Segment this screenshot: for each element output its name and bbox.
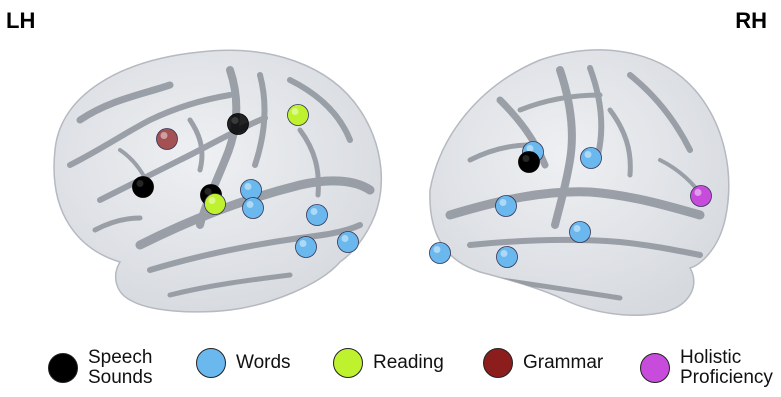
- left-marker-highlight: [311, 208, 318, 215]
- left-marker-words: [338, 232, 359, 253]
- right-hemisphere-outline: [430, 50, 729, 315]
- right-marker-words: [581, 148, 602, 169]
- legend-item-holistic-proficiency: HolisticProficiency: [640, 348, 773, 388]
- legend-swatch-reading: [333, 348, 363, 378]
- legend-item-reading: Reading: [333, 348, 444, 378]
- left-marker-reading: [288, 105, 309, 126]
- legend-label-reading: Reading: [373, 353, 444, 373]
- left-marker-speech: [133, 177, 154, 198]
- left-marker-speech: [228, 114, 249, 135]
- legend-label-speech-sounds: SpeechSounds: [88, 348, 152, 388]
- right-marker-highlight: [527, 145, 534, 152]
- legend-swatch-speech-sounds: [48, 353, 78, 383]
- right-marker-speech: [519, 152, 540, 173]
- left-marker-words: [243, 198, 264, 219]
- right-hemisphere: [430, 50, 729, 315]
- left-marker-words: [307, 205, 328, 226]
- left-marker-highlight: [292, 108, 299, 115]
- legend-item-grammar: Grammar: [483, 348, 603, 378]
- right-marker-highlight: [695, 189, 702, 196]
- right-marker-words: [570, 222, 591, 243]
- left-marker-highlight: [209, 197, 216, 204]
- left-marker-reading: [205, 194, 226, 215]
- right-marker-highlight: [500, 199, 507, 206]
- legend-item-speech-sounds: SpeechSounds: [48, 348, 152, 388]
- right-marker-highlight: [585, 151, 592, 158]
- left-hemisphere-label: LH: [6, 8, 35, 34]
- right-marker-holistic: [691, 186, 712, 207]
- right-marker-highlight: [523, 155, 530, 162]
- legend: SpeechSounds Words Reading Grammar Holis…: [0, 340, 781, 397]
- right-hemisphere-label: RH: [735, 8, 767, 34]
- right-marker-words: [496, 196, 517, 217]
- left-marker-highlight: [245, 183, 252, 190]
- right-marker-words: [430, 243, 451, 264]
- legend-label-grammar: Grammar: [523, 353, 603, 373]
- left-marker-words: [296, 237, 317, 258]
- right-marker-words: [497, 247, 518, 268]
- legend-item-words: Words: [196, 348, 291, 378]
- right-marker-highlight: [501, 250, 508, 257]
- right-marker-highlight: [574, 225, 581, 232]
- left-marker-highlight: [247, 201, 254, 208]
- right-marker-highlight: [434, 246, 441, 253]
- left-hemisphere: [54, 50, 381, 312]
- legend-label-words: Words: [236, 353, 291, 373]
- legend-swatch-holistic-proficiency: [640, 353, 670, 383]
- left-marker-grammar: [157, 129, 178, 150]
- legend-swatch-grammar: [483, 348, 513, 378]
- legend-label-holistic-proficiency: HolisticProficiency: [680, 348, 773, 388]
- left-marker-highlight: [161, 132, 168, 139]
- left-marker-highlight: [300, 240, 307, 247]
- left-marker-highlight: [232, 117, 239, 124]
- left-marker-highlight: [342, 235, 349, 242]
- left-marker-highlight: [205, 188, 212, 195]
- left-marker-highlight: [137, 180, 144, 187]
- legend-swatch-words: [196, 348, 226, 378]
